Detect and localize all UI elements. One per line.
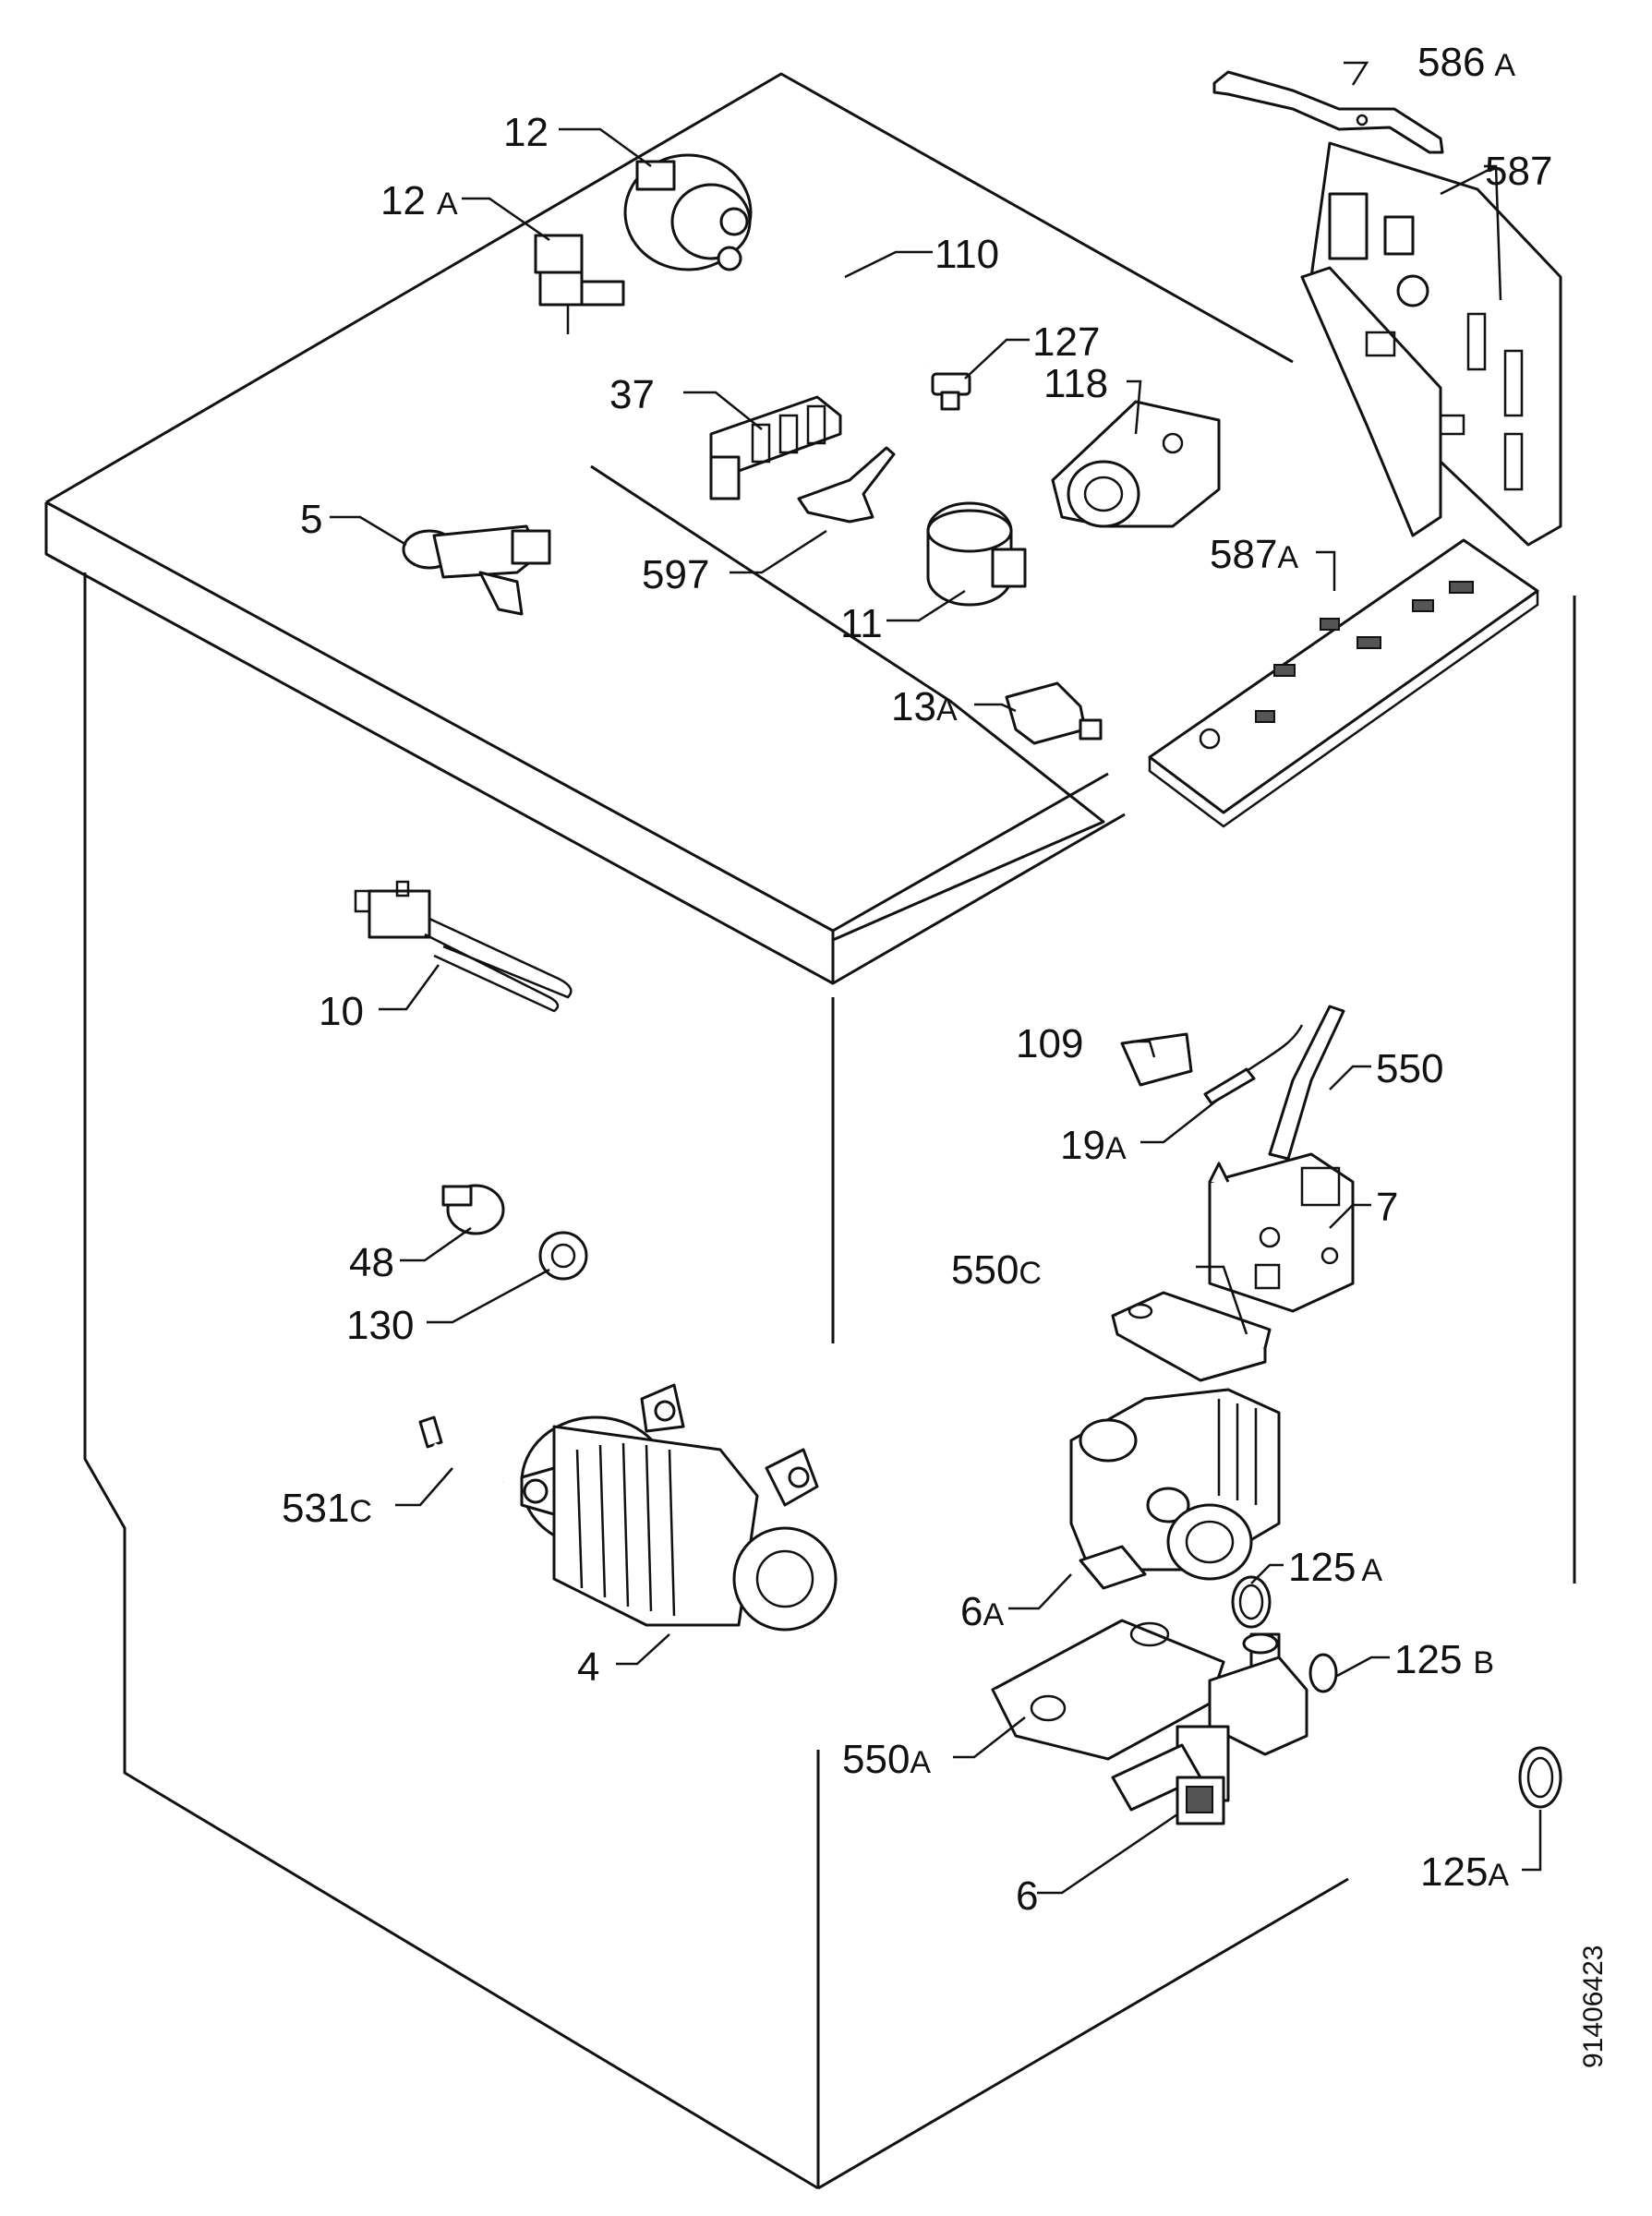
callout-5: 5 xyxy=(300,497,322,542)
part-48-thermostat xyxy=(441,1184,505,1235)
part-109-clip xyxy=(1120,1032,1193,1087)
part-125a-seal-lower xyxy=(1518,1746,1562,1809)
part-550a-cover xyxy=(991,1619,1225,1761)
callout-130: 130 xyxy=(346,1303,414,1348)
part-10-heating-element xyxy=(354,880,573,1013)
callout-13a: 13A xyxy=(891,684,958,729)
part-11-capacitor xyxy=(926,501,1027,607)
callout-10: 10 xyxy=(319,989,364,1034)
callout-127: 127 xyxy=(1032,319,1100,365)
leader-lines xyxy=(330,61,1542,1895)
callout-19a: 19A xyxy=(1060,1123,1127,1168)
part-19a-sensor xyxy=(1203,1024,1304,1105)
part-597-clip xyxy=(797,446,896,524)
part-125a-seal-upper-inner xyxy=(1238,1584,1264,1620)
part-110-hose-inner xyxy=(701,142,925,367)
part-130-ntc-sensor xyxy=(538,1231,588,1281)
callout-4: 4 xyxy=(577,1644,599,1690)
part-550-door-lock-arm xyxy=(1268,1005,1345,1161)
part-125b-seal xyxy=(1308,1653,1338,1693)
callout-587a: 587A xyxy=(1210,532,1298,577)
part-125a-seal-lower-inner xyxy=(1526,1756,1554,1799)
cabinet-top-front-edge xyxy=(44,502,1126,985)
callout-6a: 6A xyxy=(960,1589,1004,1634)
part-531c-bolt xyxy=(418,1415,505,1485)
part-587a-circuit-board xyxy=(1148,538,1539,828)
cabinet-outline xyxy=(44,72,1576,2190)
part-12-pressure-switch xyxy=(623,153,753,271)
part-37-terminal-block xyxy=(709,395,842,500)
part-550c-cover xyxy=(1111,1291,1272,1382)
callout-531c: 531C xyxy=(282,1486,372,1531)
part-12a-pressure-switch xyxy=(534,234,625,334)
part-6a-pump-housing xyxy=(1069,1388,1281,1590)
callout-550a: 550A xyxy=(842,1737,931,1782)
cabinet-top-back-left-edge xyxy=(45,72,1294,504)
callout-550: 550 xyxy=(1376,1046,1443,1091)
part-13a-terminal xyxy=(1005,681,1103,745)
cabinet-bottom-right xyxy=(817,1877,1349,2190)
cabinet-left-side xyxy=(83,572,819,2190)
callout-118: 118 xyxy=(1043,361,1108,406)
callout-12: 12 xyxy=(503,110,549,155)
callout-7: 7 xyxy=(1376,1185,1398,1230)
callout-597: 597 xyxy=(642,552,709,597)
part-6-drain-pump xyxy=(1111,1632,1308,1825)
callout-110: 110 xyxy=(935,232,999,277)
callout-587: 587 xyxy=(1485,149,1552,194)
part-5-inlet-valve xyxy=(402,524,551,616)
part-125a-seal-upper xyxy=(1231,1575,1272,1629)
drawing-code: 91406423 xyxy=(1578,1945,1609,2068)
callout-48: 48 xyxy=(349,1240,394,1285)
callout-37: 37 xyxy=(609,372,655,417)
callout-550c: 550C xyxy=(951,1247,1042,1293)
part-7-door-interlock xyxy=(1208,1152,1355,1313)
callout-125a-lower: 125A xyxy=(1420,1849,1509,1895)
part-587-control-housing xyxy=(1300,141,1562,547)
cabinet-top-panel-seam xyxy=(590,464,1105,942)
part-586a-bracket xyxy=(1212,70,1444,154)
callout-109: 109 xyxy=(1016,1021,1083,1066)
part-127-connector xyxy=(931,372,971,411)
part-118-programmer xyxy=(1051,400,1221,528)
callout-6: 6 xyxy=(1016,1873,1038,1919)
part-4-motor xyxy=(520,1383,838,1632)
callout-11: 11 xyxy=(840,601,883,646)
